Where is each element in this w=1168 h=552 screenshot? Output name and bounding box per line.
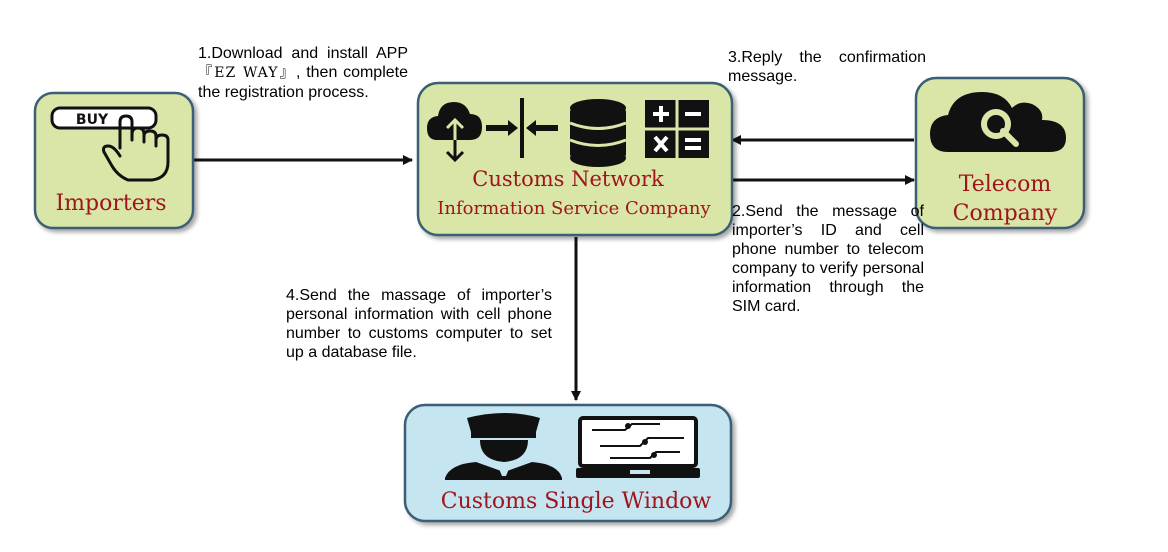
- customs-network-label-line1: Customs Network: [472, 167, 664, 191]
- calculator-icon: [645, 100, 709, 158]
- step2-text: 2.Send the message of importer’s ID and …: [732, 203, 924, 315]
- step1-prefix: 1.Download and install APP: [198, 45, 408, 62]
- step3-text: 3.Reply the confirmation message.: [728, 49, 926, 85]
- importers-node: BUY Importers: [33, 91, 195, 230]
- merge-arrows-icon: [486, 98, 558, 158]
- telecom-node: Telecom Company: [914, 76, 1086, 230]
- step4-note: 4.Send the massage of importer’s persona…: [286, 286, 552, 362]
- single-window-node: Customs Single Window: [403, 403, 733, 523]
- buy-hand-icon: BUY: [50, 106, 170, 182]
- customs-officer-icon: [445, 413, 562, 480]
- step1-suffix: , then complete the registration process…: [198, 64, 409, 101]
- cloud-upload-icon: [427, 102, 482, 163]
- cloud-search-icon: [930, 92, 1066, 152]
- step2-note: 2.Send the message of importer’s ID and …: [732, 202, 924, 316]
- customs-network-label-line2: Information Service Company: [437, 198, 711, 219]
- step1-app-name: 『EZ WAY』: [198, 65, 297, 81]
- step1-note: 1.Download and install APP 『EZ WAY』, the…: [198, 44, 408, 102]
- buy-text: BUY: [76, 112, 109, 128]
- computer-circuit-icon: [576, 416, 700, 478]
- database-icon: [569, 99, 627, 167]
- telecom-label-line1: Telecom: [959, 172, 1052, 197]
- customs-network-node: Customs Network Information Service Comp…: [416, 81, 734, 237]
- importers-label: Importers: [55, 191, 166, 216]
- single-window-label: Customs Single Window: [441, 489, 712, 514]
- step3-note: 3.Reply the confirmation message.: [728, 48, 926, 86]
- telecom-label-line2: Company: [953, 201, 1058, 226]
- step4-text: 4.Send the massage of importer’s persona…: [286, 287, 552, 361]
